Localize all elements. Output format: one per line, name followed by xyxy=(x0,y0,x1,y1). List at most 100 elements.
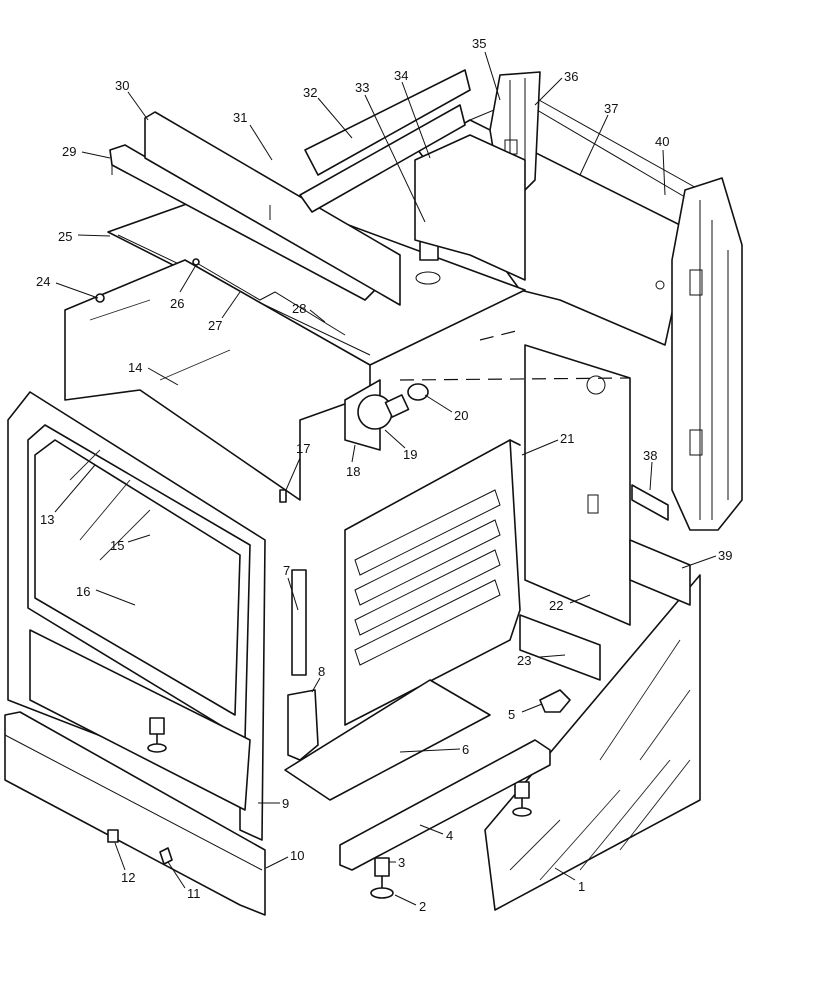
svg-text:9: 9 xyxy=(282,796,289,811)
top-rail-32 xyxy=(299,69,471,213)
clip-11 xyxy=(159,847,173,865)
callout-10: 10 xyxy=(265,848,304,869)
oven-light-assembly xyxy=(344,379,429,451)
callout-30: 30 xyxy=(115,78,149,121)
right-side-panel-21 xyxy=(344,439,521,726)
svg-text:28: 28 xyxy=(292,301,306,316)
callout-38: 38 xyxy=(643,448,657,491)
callout-4: 4 xyxy=(419,824,453,843)
callout-34: 34 xyxy=(394,68,431,159)
svg-text:13: 13 xyxy=(40,512,54,527)
svg-text:7: 7 xyxy=(283,563,290,578)
leveling-leg-front xyxy=(147,717,167,753)
back-panel-22 xyxy=(399,329,631,626)
svg-text:15: 15 xyxy=(110,538,124,553)
callout-37: 37 xyxy=(579,101,618,176)
svg-text:18: 18 xyxy=(346,464,360,479)
oven-bottom-6 xyxy=(284,679,491,801)
svg-text:31: 31 xyxy=(233,110,247,125)
svg-text:34: 34 xyxy=(394,68,408,83)
bracket-5 xyxy=(539,689,571,713)
svg-text:3: 3 xyxy=(398,855,405,870)
svg-text:1: 1 xyxy=(578,879,585,894)
base-rail-4 xyxy=(339,739,551,871)
callout-21: 21 xyxy=(521,431,574,456)
callout-2: 2 xyxy=(394,894,426,914)
svg-text:21: 21 xyxy=(560,431,574,446)
callout-32: 32 xyxy=(303,85,353,139)
bottom-panel-23 xyxy=(519,614,601,681)
svg-text:10: 10 xyxy=(290,848,304,863)
oven-liner-14 xyxy=(64,259,371,501)
callout-20: 20 xyxy=(424,394,468,423)
svg-text:26: 26 xyxy=(170,296,184,311)
hinge-7 xyxy=(291,569,307,676)
svg-text:11: 11 xyxy=(187,886,201,901)
svg-text:27: 27 xyxy=(208,318,222,333)
callout-36: 36 xyxy=(534,69,578,106)
svg-text:25: 25 xyxy=(58,229,72,244)
top-rear-cover-34 xyxy=(414,134,526,281)
svg-text:35: 35 xyxy=(472,36,486,51)
leveling-leg-right xyxy=(512,781,532,817)
callout-26: 26 xyxy=(170,264,197,311)
screw-17 xyxy=(279,489,287,503)
bottom-rail-39 xyxy=(629,539,691,606)
svg-text:36: 36 xyxy=(564,69,578,84)
svg-text:8: 8 xyxy=(318,664,325,679)
callout-35: 35 xyxy=(472,36,501,101)
kick-panel-10 xyxy=(4,711,266,916)
callout-40: 40 xyxy=(655,134,669,196)
svg-text:39: 39 xyxy=(718,548,732,563)
callout-8: 8 xyxy=(311,664,325,693)
front-frame-9 xyxy=(7,391,266,841)
svg-text:24: 24 xyxy=(36,274,50,289)
callout-12: 12 xyxy=(114,842,135,885)
callout-33: 33 xyxy=(355,80,426,223)
svg-text:38: 38 xyxy=(643,448,657,463)
svg-text:40: 40 xyxy=(655,134,669,149)
callout-5: 5 xyxy=(508,703,543,722)
svg-text:29: 29 xyxy=(62,144,76,159)
clip-12 xyxy=(107,829,119,843)
callout-24: 24 xyxy=(36,274,99,299)
svg-text:4: 4 xyxy=(446,828,453,843)
svg-text:19: 19 xyxy=(403,447,417,462)
side-panel-1 xyxy=(484,574,701,911)
svg-text:17: 17 xyxy=(296,441,310,456)
callout-28: 28 xyxy=(292,301,326,323)
callout-25: 25 xyxy=(58,229,111,244)
svg-text:16: 16 xyxy=(76,584,90,599)
bracket-38 xyxy=(631,484,669,521)
front-top-trim-29 xyxy=(109,144,376,301)
right-side-trim-40 xyxy=(671,177,743,531)
callout-23: 23 xyxy=(517,653,566,668)
callout-13: 13 xyxy=(40,464,96,527)
callout-18: 18 xyxy=(346,444,360,479)
callout-15: 15 xyxy=(110,534,151,553)
callout-1: 1 xyxy=(554,867,585,894)
svg-text:33: 33 xyxy=(355,80,369,95)
callout-11: 11 xyxy=(167,861,201,901)
callout-29: 29 xyxy=(62,144,111,159)
callout-19: 19 xyxy=(384,429,417,462)
svg-text:20: 20 xyxy=(454,408,468,423)
callout-16: 16 xyxy=(76,584,136,606)
hinge-bracket-8 xyxy=(287,689,319,761)
callout-7: 7 xyxy=(283,563,299,611)
svg-text:32: 32 xyxy=(303,85,317,100)
front-top-panel-30 xyxy=(144,111,401,306)
svg-text:30: 30 xyxy=(115,78,129,93)
callout-39: 39 xyxy=(681,548,732,569)
callout-27: 27 xyxy=(208,291,241,333)
svg-text:22: 22 xyxy=(549,598,563,613)
svg-text:2: 2 xyxy=(419,899,426,914)
callout-3: 3 xyxy=(389,855,405,870)
callout-22: 22 xyxy=(549,594,591,613)
svg-text:37: 37 xyxy=(604,101,618,116)
screw-24 xyxy=(95,293,105,303)
callout-9: 9 xyxy=(258,796,289,811)
leveling-leg-2 xyxy=(370,857,394,899)
callout-14: 14 xyxy=(128,360,179,386)
svg-text:23: 23 xyxy=(517,653,531,668)
